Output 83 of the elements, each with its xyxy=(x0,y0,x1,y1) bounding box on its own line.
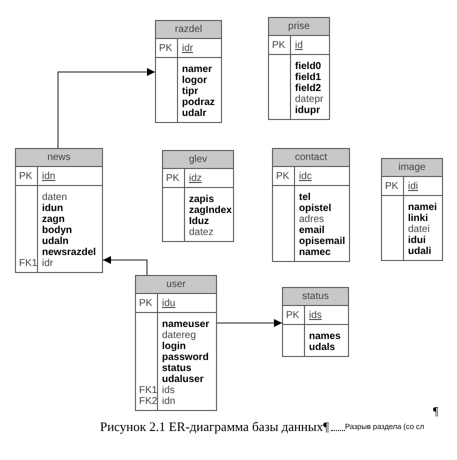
field-name: password xyxy=(162,352,210,363)
field-name: field1 xyxy=(295,72,322,83)
field-name: udali xyxy=(408,246,432,257)
field-name: nameuser xyxy=(162,319,210,330)
field-name: idi xyxy=(408,180,418,192)
key-label: FK1 xyxy=(19,258,37,269)
field-name: email xyxy=(299,225,326,236)
key-label: PK xyxy=(286,310,300,320)
key-label: PK xyxy=(272,40,286,50)
field-name: idun xyxy=(42,203,64,214)
figure-caption: Рисунок 2.1 ER-диаграмма базы данных xyxy=(100,419,324,435)
field-name: idui xyxy=(408,235,427,246)
field-name: idn xyxy=(162,396,176,407)
key-label: PK xyxy=(19,170,32,182)
field-name: ids xyxy=(309,310,322,320)
field-name: newsrazdel xyxy=(42,247,96,258)
field-name: idu xyxy=(162,298,176,308)
entity-table xyxy=(162,150,234,242)
key-label: PK xyxy=(276,170,290,182)
table-name: razdel xyxy=(174,24,202,35)
entity-table xyxy=(155,20,222,123)
key-label: FK1 xyxy=(139,385,157,396)
table-name: status xyxy=(302,291,329,302)
field-name: zagIndex xyxy=(189,205,232,216)
field-name: idupr xyxy=(295,105,321,116)
key-label: FK2 xyxy=(139,396,157,407)
entity-table xyxy=(15,148,103,273)
field-name: daten xyxy=(42,192,68,203)
field-name: datei xyxy=(408,224,431,235)
key-label: PK xyxy=(159,42,172,54)
field-name: names xyxy=(309,331,341,342)
field-name: opistel xyxy=(299,203,332,214)
table-name: glev xyxy=(188,154,208,165)
key-label: PK xyxy=(385,180,398,192)
table-name: user xyxy=(166,279,186,290)
field-name: status xyxy=(162,363,192,374)
paragraph-mark: ¶ xyxy=(323,419,330,435)
field-name: opisemail xyxy=(299,236,346,247)
field-name: datepr xyxy=(295,94,324,105)
field-name: udaluser xyxy=(162,374,205,385)
field-name: namei xyxy=(408,202,437,213)
field-name: zagn xyxy=(42,214,66,225)
field-name: zapis xyxy=(189,194,216,205)
field-name: datez xyxy=(189,227,214,238)
table-name: contact xyxy=(294,152,328,163)
field-name: id xyxy=(295,40,303,50)
field-name: ids xyxy=(162,385,176,396)
entity-table xyxy=(282,287,349,357)
field-name: tel xyxy=(299,192,312,203)
field-name: udals xyxy=(309,342,336,353)
field-name: logor xyxy=(182,75,208,86)
field-name: login xyxy=(162,341,187,352)
field-name: udalr xyxy=(182,108,208,119)
key-label: PK xyxy=(139,298,152,308)
field-name: datereg xyxy=(162,330,197,341)
table-name: news xyxy=(47,152,71,163)
field-name: idc xyxy=(299,170,312,182)
field-name: field0 xyxy=(295,61,322,72)
table-name: image xyxy=(398,162,426,173)
field-name: idr xyxy=(42,258,54,269)
field-name: adres xyxy=(299,214,326,225)
field-name: namec xyxy=(299,247,332,258)
field-name: udaln xyxy=(42,236,70,247)
entity-table xyxy=(135,275,217,411)
key-label: PK xyxy=(166,172,180,184)
field-name: namer xyxy=(182,64,214,75)
field-name: field2 xyxy=(295,83,322,94)
field-name: tipr xyxy=(182,86,200,97)
entity-table xyxy=(381,158,443,261)
entity-table xyxy=(268,17,330,120)
field-name: idr xyxy=(182,42,194,54)
entity-table xyxy=(272,148,350,262)
field-name: Iduz xyxy=(189,216,210,227)
paragraph-mark: ¶ xyxy=(433,403,438,420)
relationship-arrow xyxy=(58,68,156,148)
field-name: bodyn xyxy=(42,225,73,236)
field-name: linki xyxy=(408,213,430,224)
relationship-arrow xyxy=(102,256,148,276)
table-name: prise xyxy=(288,21,310,32)
relationship-arrow xyxy=(216,319,282,327)
field-name: idz xyxy=(189,172,202,184)
field-name: podraz xyxy=(182,97,215,108)
field-name: idn xyxy=(42,170,56,182)
